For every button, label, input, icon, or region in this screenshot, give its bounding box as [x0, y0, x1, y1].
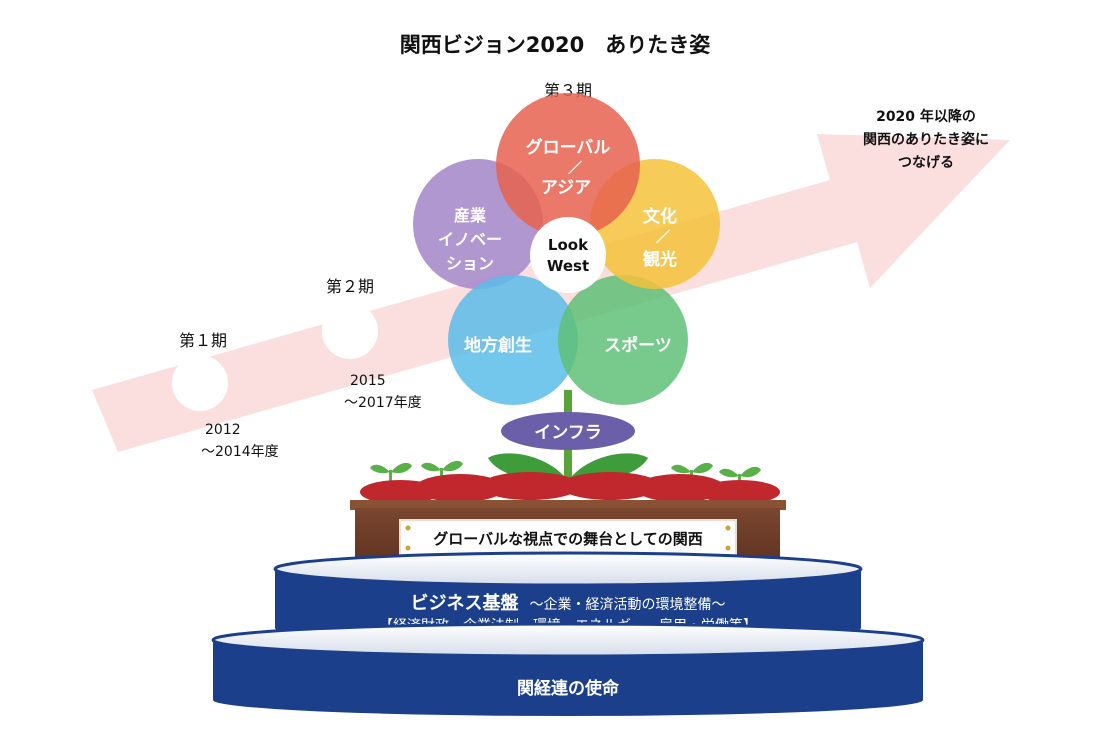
petal-global — [496, 93, 640, 237]
infra-oval — [501, 412, 635, 450]
mission-label: 関経連の使命 — [517, 678, 620, 699]
business-subtitle: ～企業・経済活動の環境整備～ — [530, 596, 726, 613]
infra-label: インフラ — [534, 423, 602, 443]
center-line-2: West — [547, 257, 589, 275]
mission-tier — [213, 640, 923, 716]
diagram-title: 関西ビジョン2020 ありたき姿 — [400, 33, 710, 57]
business-title: ビジネス基盤 — [410, 592, 519, 614]
planter-sign — [399, 519, 737, 557]
arrow-text-line-3: つなげる — [898, 155, 954, 171]
phase1-marker — [172, 355, 228, 411]
petal-global-line-1: グローバル — [526, 137, 611, 158]
mission-tier-top — [211, 622, 925, 658]
petal-regional-label: 地方創生 — [464, 335, 532, 356]
petal-industry-line-2: イノベー — [438, 230, 502, 249]
phase2-year-start: 2015 — [350, 373, 386, 389]
arrow-text-line-1: 2020 年以降の — [876, 108, 976, 125]
phase1-label: 第１期 — [179, 331, 227, 350]
business-title-line: ビジネス基盤 ～企業・経済活動の環境整備～ — [410, 592, 725, 614]
petal-sports — [558, 275, 688, 405]
center-line-1: Look — [548, 236, 589, 254]
petal-industry-line-1: 産業 — [454, 206, 487, 225]
arrow-text-line-2: 関西のありたき姿に — [863, 131, 989, 148]
flower-center — [530, 217, 606, 293]
business-tier-top — [273, 551, 863, 587]
petal-global-line-3: アジア — [541, 178, 591, 198]
petal-industry-line-3: ション — [446, 254, 494, 273]
flower — [413, 93, 720, 405]
petal-culture-line-3: 観光 — [643, 249, 677, 270]
phase1-year-start: 2012 — [205, 422, 241, 438]
phase2-label: 第２期 — [326, 277, 374, 296]
petal-culture-line-2: ／ — [656, 230, 670, 246]
petal-sports-label: スポーツ — [604, 335, 672, 356]
phase2-year-end: ～2017年度 — [344, 395, 422, 411]
petal-global-line-2: ／ — [568, 161, 582, 177]
planter-rim — [350, 500, 786, 510]
phase1-year-end: ～2014年度 — [201, 444, 279, 460]
soil — [360, 472, 780, 504]
petal-regional — [448, 275, 578, 405]
phase2-marker — [322, 303, 378, 359]
planter-label: グローバルな視点での舞台としての関西 — [433, 530, 702, 548]
petal-culture-line-1: 文化 — [643, 206, 677, 227]
